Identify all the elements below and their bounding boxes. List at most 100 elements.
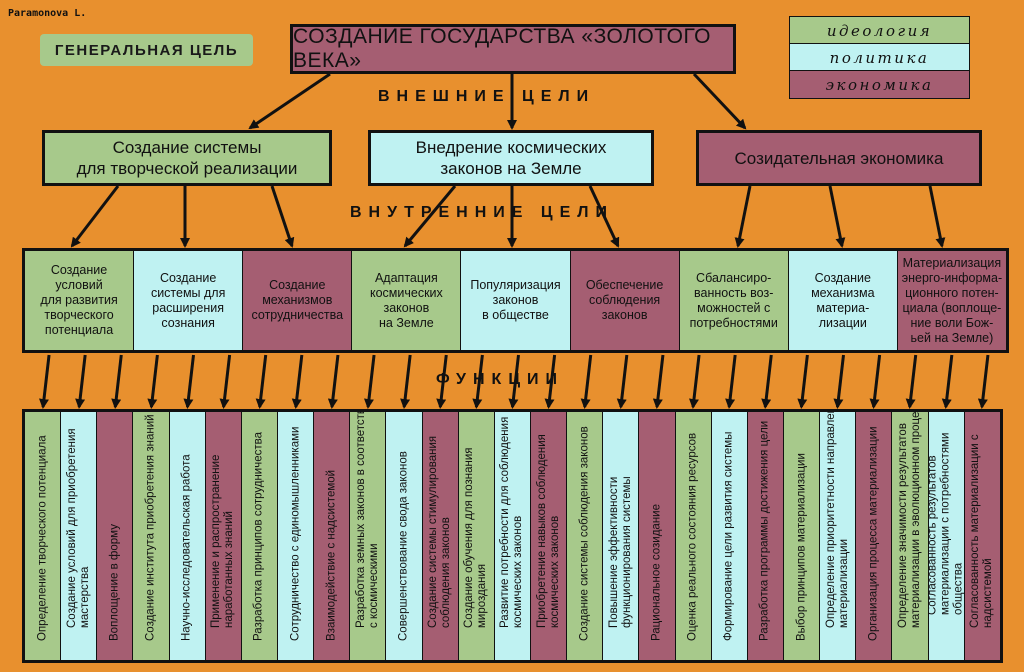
function-item-text: Разработка принципов сотрудничества — [252, 431, 265, 641]
internal-goal-text: Создание механизма материа- лизации — [811, 270, 875, 330]
connector-arrow — [977, 354, 990, 409]
connector-arrow — [616, 354, 629, 409]
function-item-text: Воплощение в форму — [108, 524, 121, 641]
internal-goal-text: Создание системы для расширения сознания — [150, 270, 226, 330]
function-item: Разработка земных законов в соответствии… — [350, 412, 387, 660]
connector-arrow — [147, 354, 159, 409]
function-item-text: Разработка программы достижения цели — [758, 420, 771, 641]
function-item-text: Применение и распространение наработанны… — [210, 454, 236, 628]
function-item-text: Создание системы соблюдения законов — [578, 426, 591, 641]
function-item: Развитие потребности для соблюдения косм… — [494, 412, 531, 660]
function-item-text: Согласованность результатов материализац… — [928, 432, 965, 615]
connector-arrow — [291, 354, 304, 409]
function-item-text: Совершенствование свода законов — [397, 451, 410, 641]
internal-goal: Создание механизмов сотрудничества — [243, 251, 353, 350]
function-item: Определение значимости результатов матер… — [892, 412, 929, 660]
internal-goal: Создание условий для развития творческог… — [25, 251, 135, 350]
connector-arrow — [270, 185, 295, 248]
external-goal-economy-text: Созидательная экономика — [734, 148, 944, 168]
legend-politics-label: политика — [829, 48, 930, 67]
function-item-text: Определение творческого потенциала — [36, 435, 49, 641]
function-item: Согласованность результатов материализац… — [928, 412, 965, 660]
connector-arrow — [111, 354, 123, 409]
connector-arrow — [869, 354, 882, 409]
connector-arrow — [255, 354, 268, 409]
connector-arrow — [219, 354, 232, 409]
internal-goal: Создание механизма материа- лизации — [788, 251, 898, 350]
connector-arrow — [652, 354, 665, 409]
connector-arrow — [75, 354, 87, 409]
function-item-text: Организация процесса материализации — [867, 426, 880, 641]
function-item-text: Создание обучения для познания мироздани… — [463, 447, 489, 629]
internal-goal: Создание системы для расширения сознания — [134, 251, 244, 350]
function-item: Создание института приобретения знаний — [133, 412, 170, 660]
function-item: Научно-исследовательская работа — [169, 412, 206, 660]
function-item: Приобретение навыков соблюдения космичес… — [530, 412, 568, 660]
function-item-text: Сотрудничество с единомышленниками — [289, 426, 302, 641]
function-item: Создание системы стимулирования соблюден… — [422, 412, 459, 660]
function-item: Формирование цели развития системы — [711, 412, 748, 660]
function-item-text: Определение приоритетности направления м… — [824, 412, 850, 628]
function-item-text: Создание условий для приобретения мастер… — [65, 428, 91, 628]
internal-goals-label: ВНУТРЕННИЕ ЦЕЛИ — [350, 204, 614, 221]
internal-goals-row: Создание условий для развития творческог… — [22, 248, 1009, 353]
connector-arrow — [734, 185, 752, 248]
internal-goal-text: Создание условий для развития творческог… — [40, 263, 118, 337]
author-credit: Paramonova L. — [8, 8, 87, 19]
function-item: Определение приоритетности направления м… — [820, 412, 857, 660]
function-item: Организация процесса материализации — [856, 412, 893, 660]
legend-economics: экономика — [789, 70, 970, 99]
functions-label: ФУНКЦИИ — [436, 371, 565, 388]
external-goal-creative-text: Создание системы для творческой реализац… — [76, 138, 298, 178]
function-item-text: Выбор принципов материализации — [795, 453, 808, 641]
connector-arrow — [364, 354, 376, 409]
legend-ideology: идеология — [789, 16, 970, 45]
external-goals-label: ВНЕШНИЕ ЦЕЛИ — [378, 88, 596, 105]
internal-goal-text: Обеспечение соблюдения законов — [585, 278, 664, 322]
function-item-text: Согласованность материализации с надсист… — [969, 434, 995, 628]
function-item-text: Повышение эффективности функционирования… — [607, 476, 633, 628]
function-item-text: Приобретение навыков соблюдения космичес… — [535, 434, 561, 628]
internal-goal: Популяризация законов в обществе — [461, 251, 571, 350]
function-item-text: Разработка земных законов в соответствии… — [354, 412, 380, 628]
external-goal-cosmic-laws: Внедрение космических законов на Земле — [368, 130, 654, 186]
function-item-text: Взаимодействие с надсистемой — [325, 469, 338, 641]
connector-arrow — [327, 354, 340, 409]
internal-goal: Сбалансиро- ванность воз- можностей с по… — [679, 251, 789, 350]
connector-arrow — [797, 354, 809, 409]
connector-arrow — [828, 185, 846, 248]
connector-arrow — [580, 354, 593, 409]
function-item-text: Развитие потребности для соблюдения косм… — [499, 416, 525, 628]
internal-goal-text: Популяризация законов в обществе — [470, 278, 561, 322]
functions-row: Определение творческого потенциала Создан… — [22, 409, 1003, 663]
internal-goal: Адаптация космических законов на Земле — [352, 251, 462, 350]
connector-arrow — [183, 354, 195, 409]
function-item: Выбор принципов материализации — [783, 412, 821, 660]
function-item-text: Создание системы стимулирования соблюден… — [427, 435, 453, 628]
connector-arrow — [400, 354, 412, 409]
function-item-text: Создание института приобретения знаний — [144, 414, 157, 641]
function-item: Разработка программы достижения цели — [747, 412, 784, 660]
main-goal-text: СОЗДАНИЕ ГОСУДАРСТВА «ЗОЛОТОГО ВЕКА» — [293, 25, 711, 72]
internal-goal-text: Сбалансиро- ванность воз- можностей с по… — [689, 270, 778, 330]
connector-arrow — [70, 185, 120, 248]
connector-arrow — [761, 354, 773, 409]
internal-goal: Материализация энерго-информа- ционного … — [897, 251, 1006, 350]
connector-arrow — [692, 72, 747, 130]
function-item: Определение творческого потенциала — [25, 412, 62, 660]
connector-arrow — [905, 354, 918, 409]
function-item: Создание системы соблюдения законов — [567, 412, 604, 660]
function-item-text: Определение значимости результатов матер… — [896, 412, 922, 628]
main-goal-box: СОЗДАНИЕ ГОСУДАРСТВА «ЗОЛОТОГО ВЕКА» — [290, 24, 736, 74]
legend-economics-label: экономика — [825, 75, 934, 94]
external-goal-creative: Создание системы для творческой реализац… — [42, 130, 332, 186]
function-item: Рациональное созидание — [639, 412, 676, 660]
connector-arrow — [725, 354, 737, 409]
connector-arrow — [941, 354, 954, 409]
function-item: Взаимодействие с надсистемой — [314, 412, 351, 660]
connector-arrow — [833, 354, 845, 409]
function-item-text: Формирование цели развития системы — [722, 431, 735, 641]
function-item-text: Рациональное созидание — [650, 504, 663, 641]
function-item: Повышение эффективности функционирования… — [603, 412, 640, 660]
function-item: Создание условий для приобретения мастер… — [61, 412, 98, 660]
